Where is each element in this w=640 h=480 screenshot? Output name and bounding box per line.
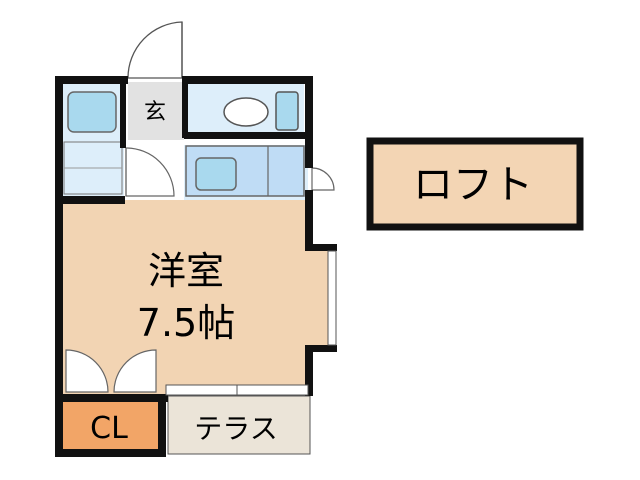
wall-bay-top [305, 244, 337, 251]
wall-closet-bottom [55, 449, 166, 457]
terrace-floor [167, 395, 311, 455]
toilet-bowl-icon [223, 97, 269, 127]
terrace-label: テラス [194, 412, 277, 445]
wall-right-upper [305, 76, 313, 168]
wall-right-mid [305, 190, 313, 250]
wall-top-right [182, 76, 313, 84]
kitchen-sink-icon [195, 157, 237, 191]
closet-floor [62, 400, 160, 450]
wall-left [55, 76, 63, 456]
closet-label: CL [90, 411, 128, 446]
loft-box [366, 137, 584, 231]
wall-bay-bottom [305, 345, 337, 352]
toilet-tank-icon [275, 91, 299, 131]
wall-toilet-bottom [184, 132, 306, 139]
closet-right-door-swing [113, 349, 157, 393]
front-door-swing [127, 21, 183, 79]
wall-bath-right [120, 82, 126, 148]
entrance-floor [128, 82, 184, 140]
western-room-size: 7.5帖 [137, 301, 235, 345]
wall-right-lower [305, 346, 313, 396]
side-door-swing [311, 167, 335, 191]
wall-room-bottom [55, 394, 168, 402]
western-room-label: 洋室 [148, 249, 224, 293]
closet-left-door-swing [65, 349, 109, 393]
loft-label: ロフト [413, 162, 533, 208]
sink-icon [67, 91, 117, 133]
wall-closet-right [158, 394, 166, 456]
wall-top [55, 76, 128, 84]
western-room-floor [62, 200, 308, 400]
wall-bath-bottom [55, 196, 125, 204]
bay-window-frame [327, 250, 337, 346]
wall-entrance-right [182, 82, 188, 138]
entrance-label: 玄 [144, 100, 166, 125]
bath-door-swing [125, 147, 175, 197]
